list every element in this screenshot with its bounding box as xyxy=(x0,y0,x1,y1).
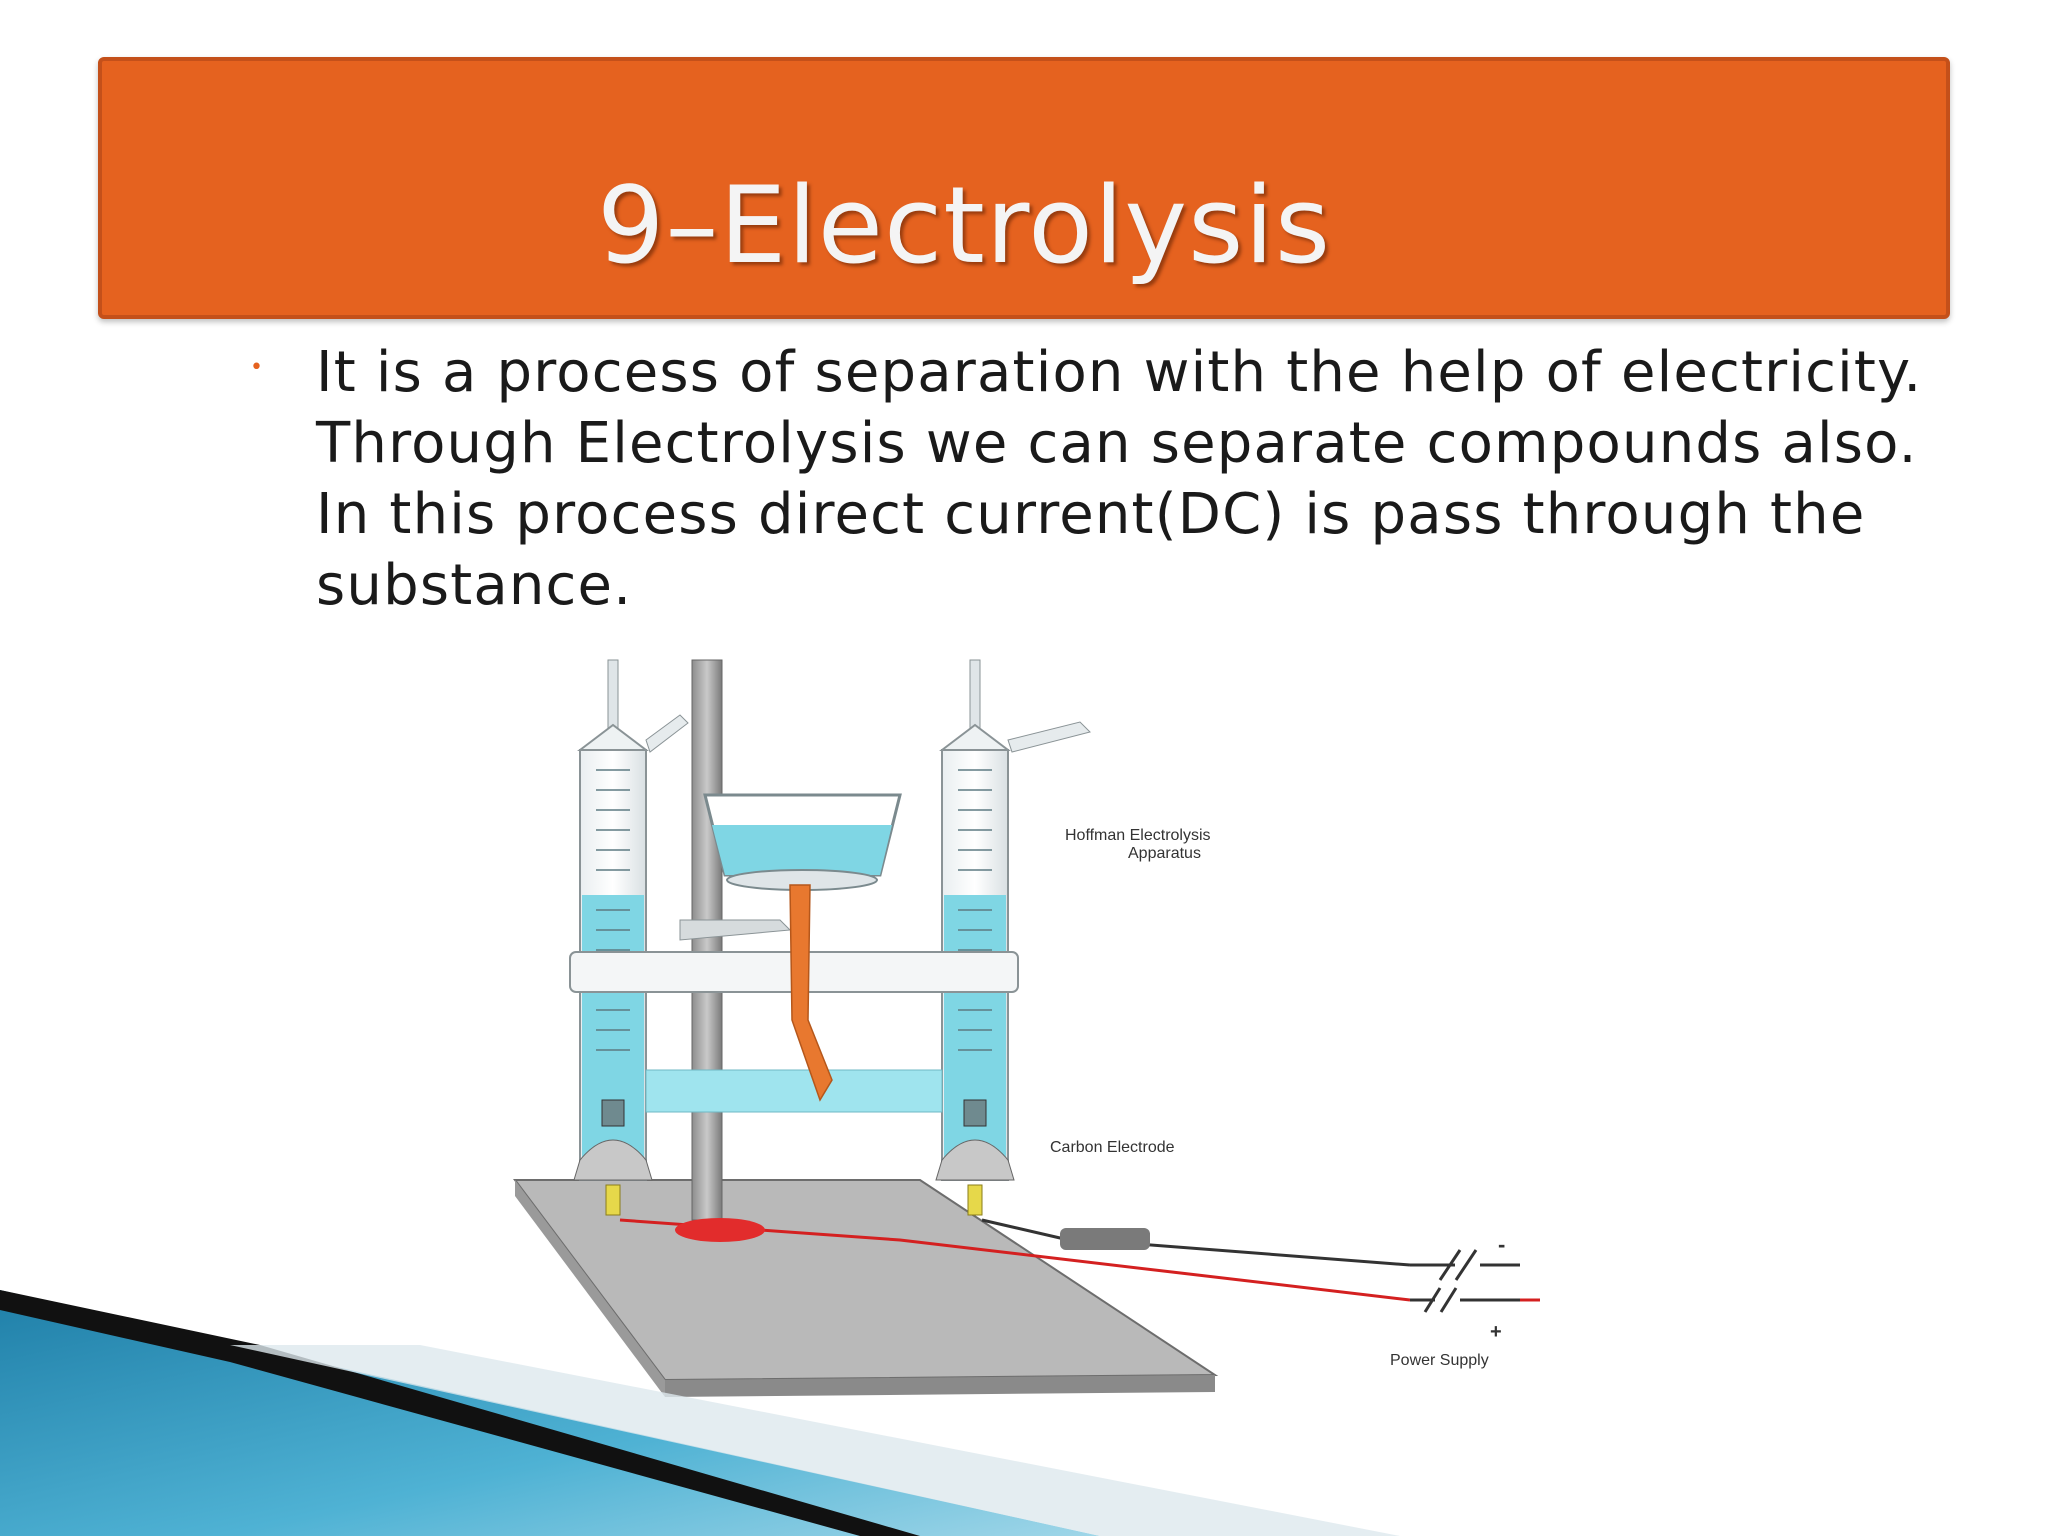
bridge-tube xyxy=(645,1069,943,1113)
minus-sign: - xyxy=(1498,1232,1505,1257)
bullet-text: It is a process of separation with the h… xyxy=(316,340,1923,618)
funnel-clamp-arm xyxy=(679,919,792,941)
plus-sign: + xyxy=(1490,1321,1502,1343)
circuit-wires xyxy=(619,1218,1540,1313)
hoffman-apparatus-drawing: Hoffman Electrolysis Apparatus Carbon El… xyxy=(513,659,1540,1397)
reservoir-funnel xyxy=(703,793,902,1102)
slide-title: 9–Electrolysis xyxy=(596,164,1332,287)
power-supply-label: Power Supply xyxy=(1390,1352,1489,1369)
electrolysis-diagram: Hoffman Electrolysis Apparatus Carbon El… xyxy=(280,640,1690,1420)
left-burette xyxy=(573,659,689,1216)
stand-rod xyxy=(691,659,723,1221)
apparatus-label-line1: Hoffman Electrolysis xyxy=(1065,827,1211,844)
title-banner: 9–Electrolysis xyxy=(98,57,1950,319)
bullet-icon: • xyxy=(250,355,263,380)
right-burette xyxy=(935,659,1091,1216)
apparatus-label-line2: Apparatus xyxy=(1128,845,1201,862)
electrode-label: Carbon Electrode xyxy=(1050,1139,1175,1156)
